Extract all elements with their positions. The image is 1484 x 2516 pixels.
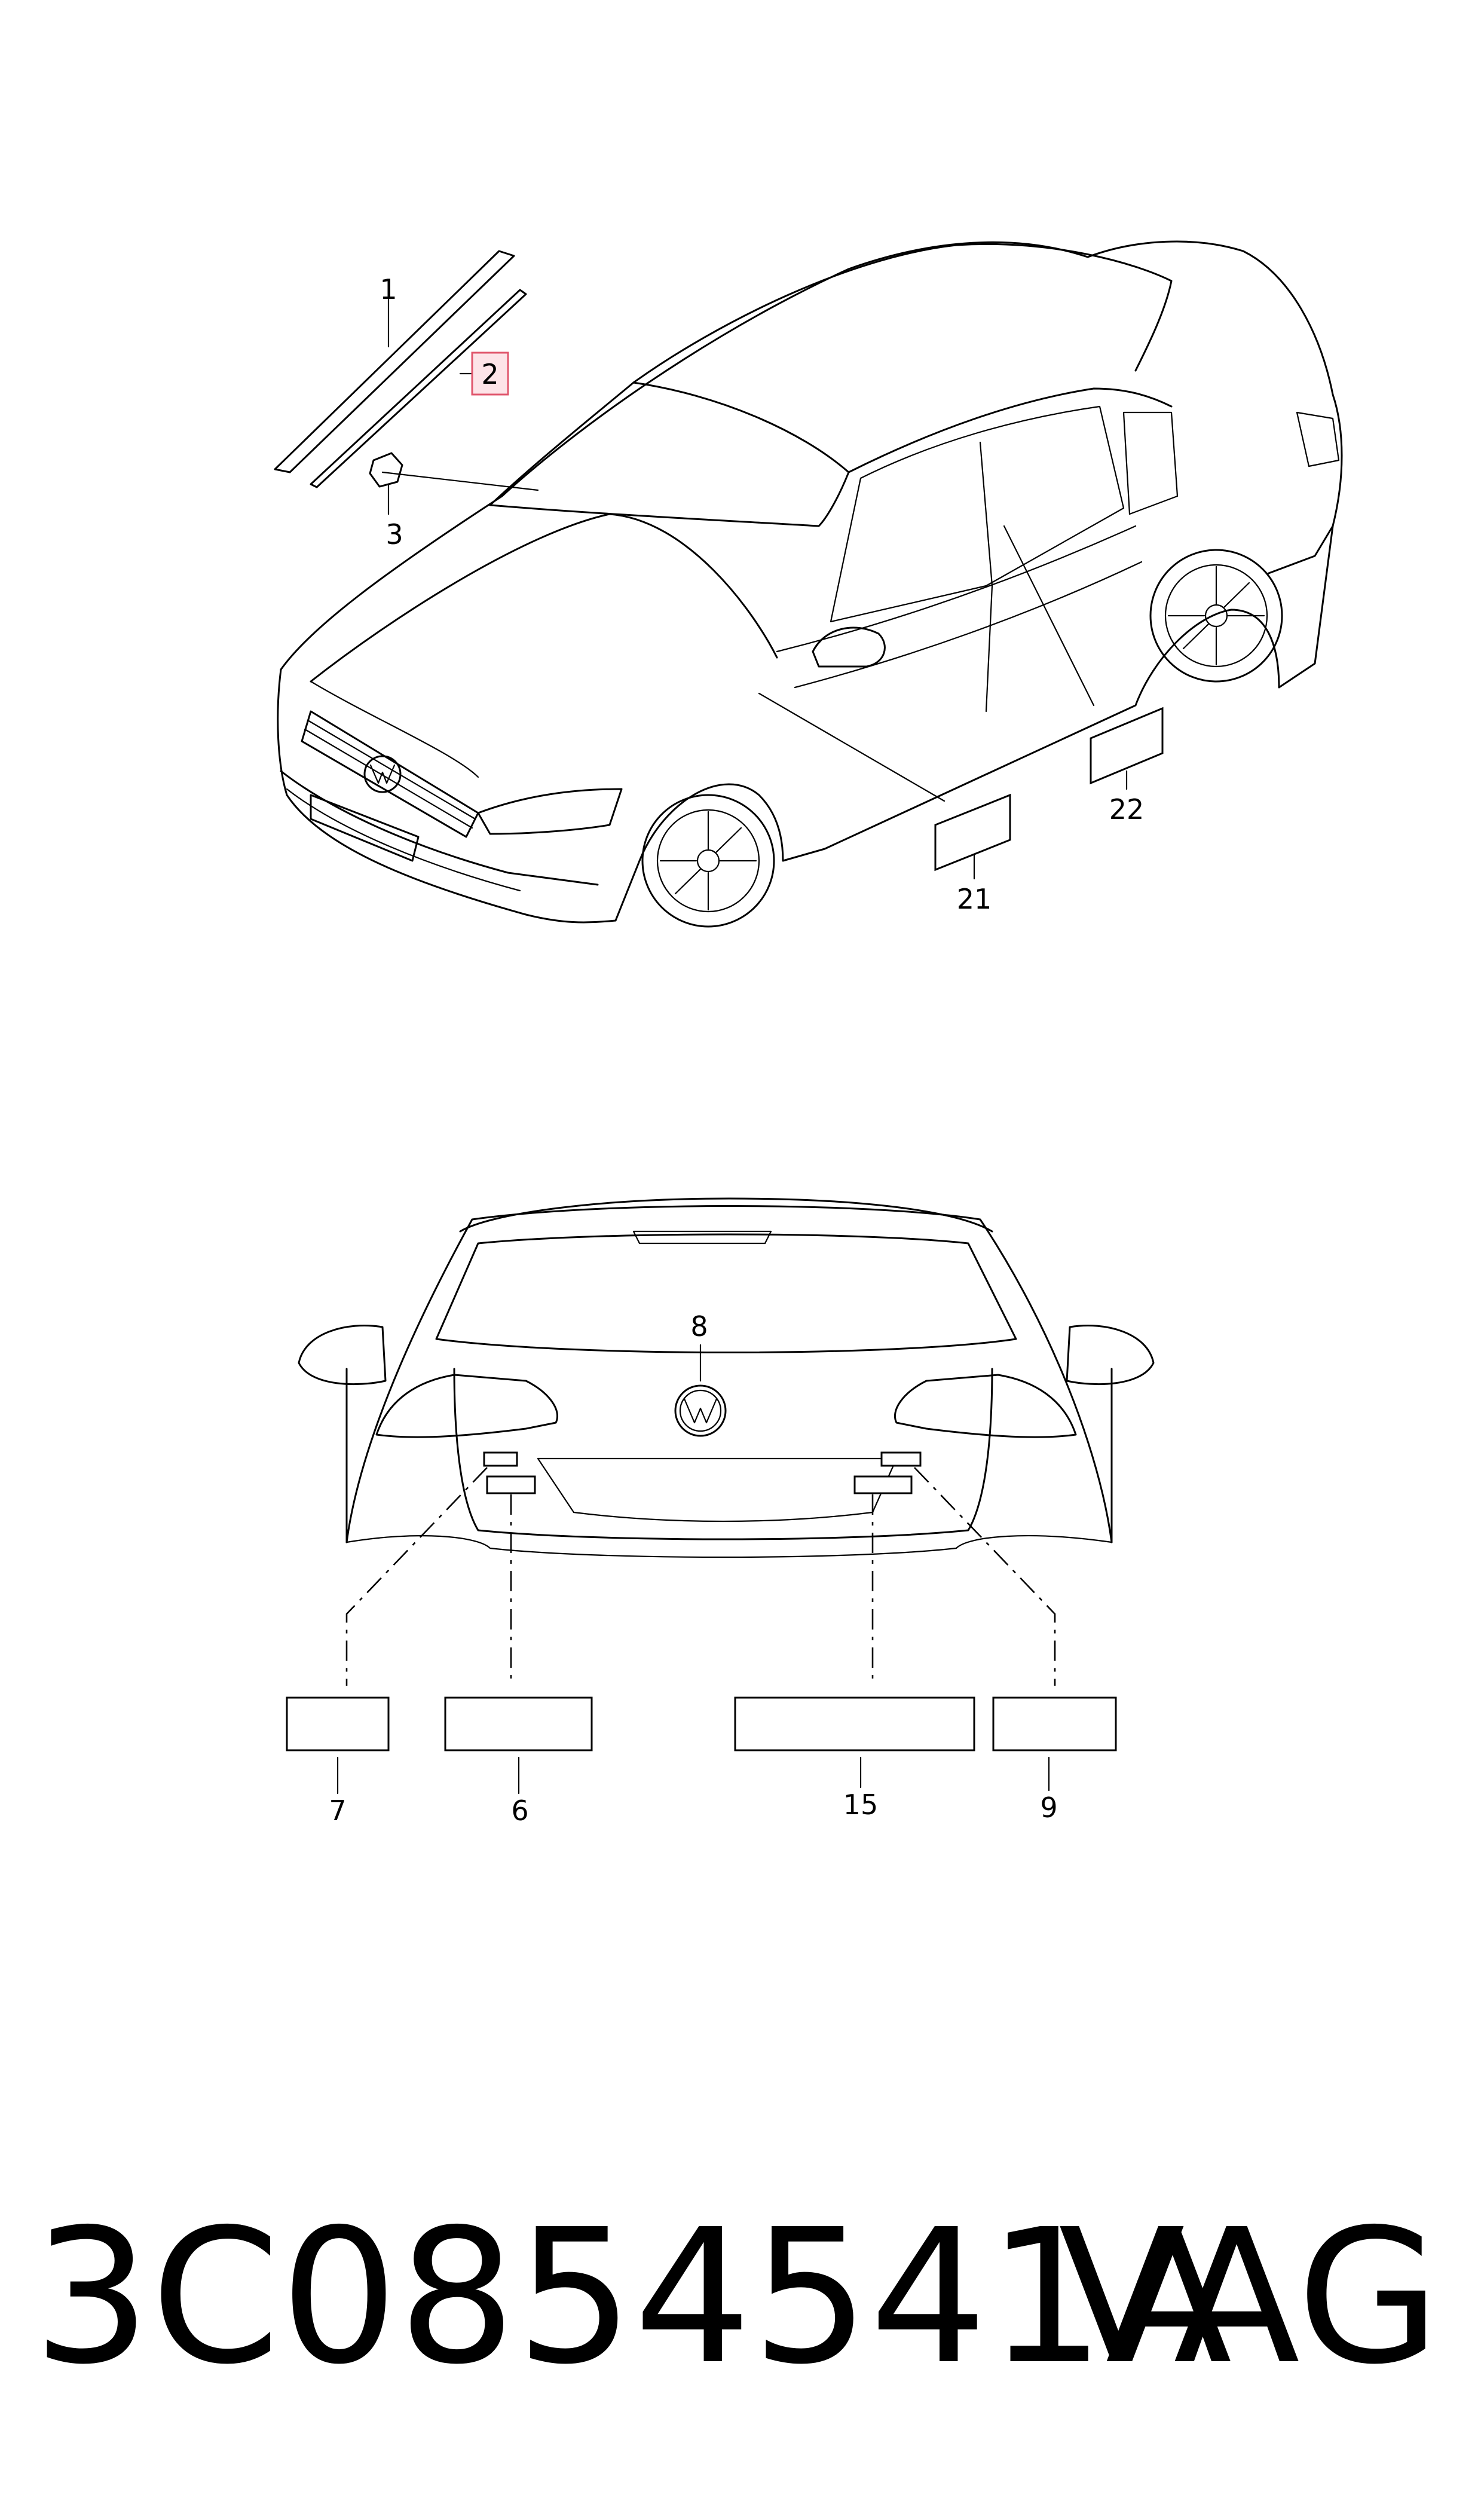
callout-21: 21 [957,883,992,915]
rear-badge-6[interactable] [486,1475,536,1494]
callout-22: 22 [1109,793,1145,826]
callout-8: 8 [690,1310,708,1343]
vw-logo-rear[interactable] [674,1384,727,1437]
front-wheel [641,794,775,928]
callout-2[interactable]: 2 [481,358,498,390]
car-side-view [274,240,1343,928]
callout-2-highlight[interactable] [471,351,509,396]
rear-badge-15[interactable] [853,1475,913,1494]
callout-6: 6 [511,1794,528,1827]
callout-3: 3 [385,518,403,551]
emblem-plate-21[interactable] [934,793,1011,872]
rear-badge-7[interactable] [483,1451,518,1467]
brand-name: VAG [1058,2190,1440,2405]
vw-logo-front[interactable] [363,755,402,793]
emblem-plate-22[interactable] [1090,707,1164,785]
badge-box-7[interactable] [286,1696,390,1751]
badge-box-9[interactable] [992,1696,1117,1751]
rear-wheel [1149,549,1283,683]
callout-9: 9 [1040,1792,1057,1824]
badge-box-15[interactable] [734,1696,975,1751]
roof-moulding-strip[interactable] [274,250,527,488]
badge-box-6[interactable] [444,1696,593,1751]
part-number: 3C0854541A [33,2190,1232,2405]
callout-7: 7 [329,1794,346,1827]
callout-15: 15 [843,1789,879,1821]
callout-1: 1 [380,273,397,305]
rear-badge-9[interactable] [880,1451,922,1467]
car-rear-view [286,1197,1155,1794]
